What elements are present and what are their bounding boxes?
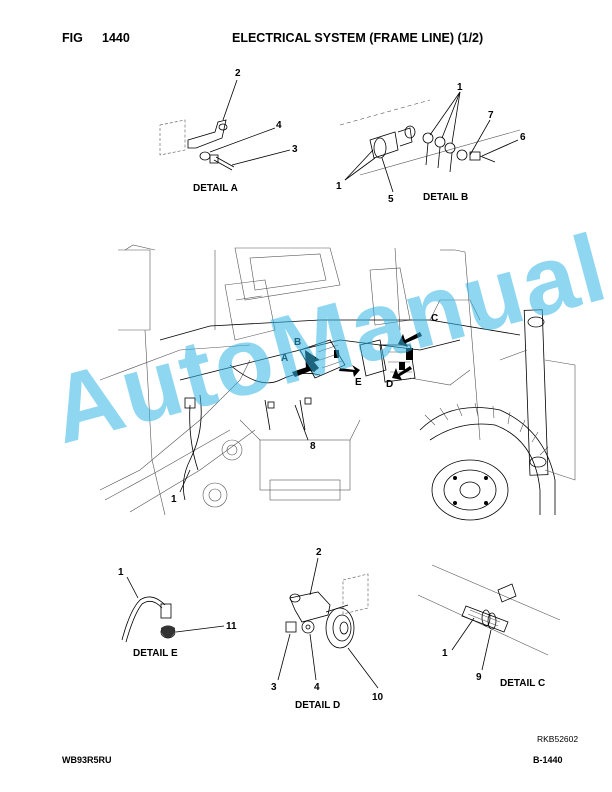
callout-b-1-left: 1 [336, 181, 342, 192]
detail-e-drawing [121, 576, 225, 643]
callout-c-1: 1 [442, 648, 448, 659]
callout-c-9: 9 [476, 672, 482, 683]
callout-b-6: 6 [520, 132, 526, 143]
callout-main-b: B [294, 337, 301, 348]
callout-b-7: 7 [488, 110, 494, 121]
detail-c-label: DETAIL C [500, 678, 545, 689]
detail-d-label: DETAIL D [295, 700, 340, 711]
callout-main-d: D [386, 379, 393, 390]
callout-main-e: E [355, 377, 362, 388]
callout-a-4: 4 [276, 120, 282, 131]
callout-d-4: 4 [314, 682, 320, 693]
detail-c-drawing [417, 564, 561, 671]
callout-a-2: 2 [235, 68, 241, 79]
drawing-id: RKB52602 [537, 734, 579, 744]
detail-b-drawing [339, 91, 521, 193]
callout-e-1: 1 [118, 567, 124, 578]
main-machine-view [99, 244, 576, 521]
model-code: WB93R5RU [62, 755, 112, 765]
callout-b-1-top: 1 [457, 82, 463, 93]
detail-a-drawing [159, 79, 291, 171]
callout-b-5: 5 [388, 194, 394, 205]
callout-a-3: 3 [292, 144, 298, 155]
detail-a-label: DETAIL A [193, 183, 238, 194]
page-title: ELECTRICAL SYSTEM (FRAME LINE) (1/2) [232, 31, 484, 45]
detail-b-label: DETAIL B [423, 192, 468, 203]
detail-d-drawing [277, 557, 379, 689]
callout-main-1: 1 [171, 494, 177, 505]
callout-main-c: C [431, 313, 438, 324]
callout-d-3: 3 [271, 682, 277, 693]
fig-label: FIG [62, 31, 83, 45]
fig-number: 1440 [102, 31, 130, 45]
detail-e-label: DETAIL E [133, 648, 178, 659]
callout-d-2: 2 [316, 547, 322, 558]
callout-main-a: A [281, 353, 288, 364]
page-number: B-1440 [533, 755, 563, 765]
callout-e-11: 11 [226, 621, 237, 632]
callout-d-10: 10 [372, 692, 384, 703]
callout-main-8: 8 [310, 441, 316, 452]
